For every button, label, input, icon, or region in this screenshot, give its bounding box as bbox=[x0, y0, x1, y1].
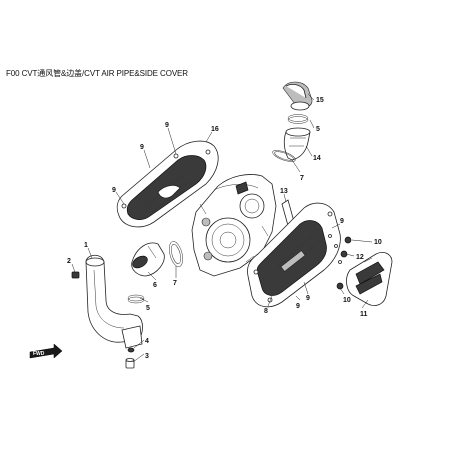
callout-9-c: 9 bbox=[112, 187, 116, 194]
callout-9-a: 9 bbox=[165, 122, 169, 129]
seal-ring-upper-part bbox=[272, 150, 296, 162]
callout-10-a: 10 bbox=[374, 239, 382, 246]
cvt-air-duct-part bbox=[85, 254, 143, 349]
crankcase-housing-part bbox=[191, 174, 277, 277]
callout-4: 4 bbox=[145, 338, 149, 345]
seal-ring-middle-part bbox=[169, 241, 183, 267]
air-inlet-adapter-part bbox=[283, 127, 311, 161]
diagram-title: F00 CVT通风管&边盖/CVT AIR PIPE&SIDE COVER bbox=[6, 69, 188, 78]
callout-9-e: 9 bbox=[306, 295, 310, 302]
callout-10-b: 10 bbox=[343, 297, 351, 304]
outer-side-cover-part bbox=[116, 140, 219, 228]
vent-cover-part bbox=[346, 252, 393, 306]
fwd-label: FWD bbox=[33, 351, 45, 357]
callout-9-b: 9 bbox=[140, 144, 144, 151]
callout-15: 15 bbox=[316, 97, 324, 104]
callout-3: 3 bbox=[145, 353, 149, 360]
callout-labels: 15 5 14 7 16 9 9 9 13 1 2 6 7 5 4 3 8 9 … bbox=[67, 97, 382, 360]
hose-clamp-upper-part bbox=[287, 114, 309, 124]
callout-11: 11 bbox=[360, 311, 368, 318]
callout-7-upper: 7 bbox=[300, 175, 304, 182]
callout-5-upper: 5 bbox=[316, 126, 320, 133]
callout-9-d: 9 bbox=[296, 303, 300, 310]
cvt-inner-cover-part bbox=[247, 202, 341, 308]
callout-6: 6 bbox=[153, 282, 157, 289]
intake-tube-adapter-part bbox=[131, 242, 165, 277]
forward-direction-marker: FWD bbox=[29, 343, 63, 359]
leader-lines bbox=[71, 93, 373, 363]
callout-5-lower: 5 bbox=[146, 305, 150, 312]
callout-16: 16 bbox=[211, 126, 219, 133]
cvt-inlet-elbow-part bbox=[282, 81, 313, 111]
callout-8: 8 bbox=[264, 308, 268, 315]
clip-part bbox=[127, 347, 135, 353]
callout-13: 13 bbox=[280, 188, 288, 195]
callout-1: 1 bbox=[84, 242, 88, 249]
callout-14: 14 bbox=[313, 155, 321, 162]
callout-7-middle: 7 bbox=[173, 280, 177, 287]
callout-2: 2 bbox=[67, 258, 71, 265]
drain-plug-part bbox=[125, 358, 135, 369]
callout-9-f: 9 bbox=[340, 218, 344, 225]
callout-12: 12 bbox=[356, 254, 364, 261]
bolt-left-part bbox=[71, 271, 80, 279]
